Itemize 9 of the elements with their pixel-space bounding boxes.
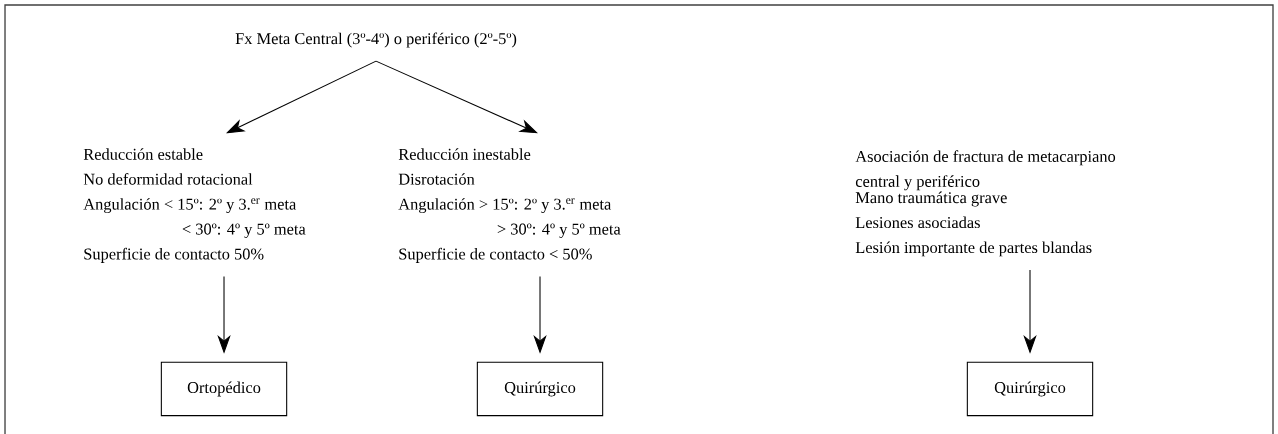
criteria-text: Reducción estable No deformidad rotacional Angulación < 15º: 2º y 3.$^{er}$ meta < 30º: 4º y 5º meta Superficie de contacto 50%	[83, 148, 306, 263]
criteria-text: Asociación de fractura de metacarpiano central y periférico Mano traumática grave Lesiones asociadas Lesión importante de partes blandas	[855, 150, 1116, 257]
criteria-text: Reducción inestable Disrotación Angulación > 15º: 2º y 3.$^{er}$ meta > 30º: 4º y 5º meta Superficie de contacto < 50%	[398, 148, 621, 263]
outcome-box: Ortopédico	[160, 361, 288, 417]
outcome-box: Quirúrgico	[476, 361, 604, 417]
outcome-box: Quirúrgico	[966, 361, 1094, 417]
heading-text: Fx Meta Central (3º-4º) o periférico (2º-5º)	[235, 32, 517, 48]
arrow	[375, 60, 538, 134]
arrow	[226, 60, 377, 134]
